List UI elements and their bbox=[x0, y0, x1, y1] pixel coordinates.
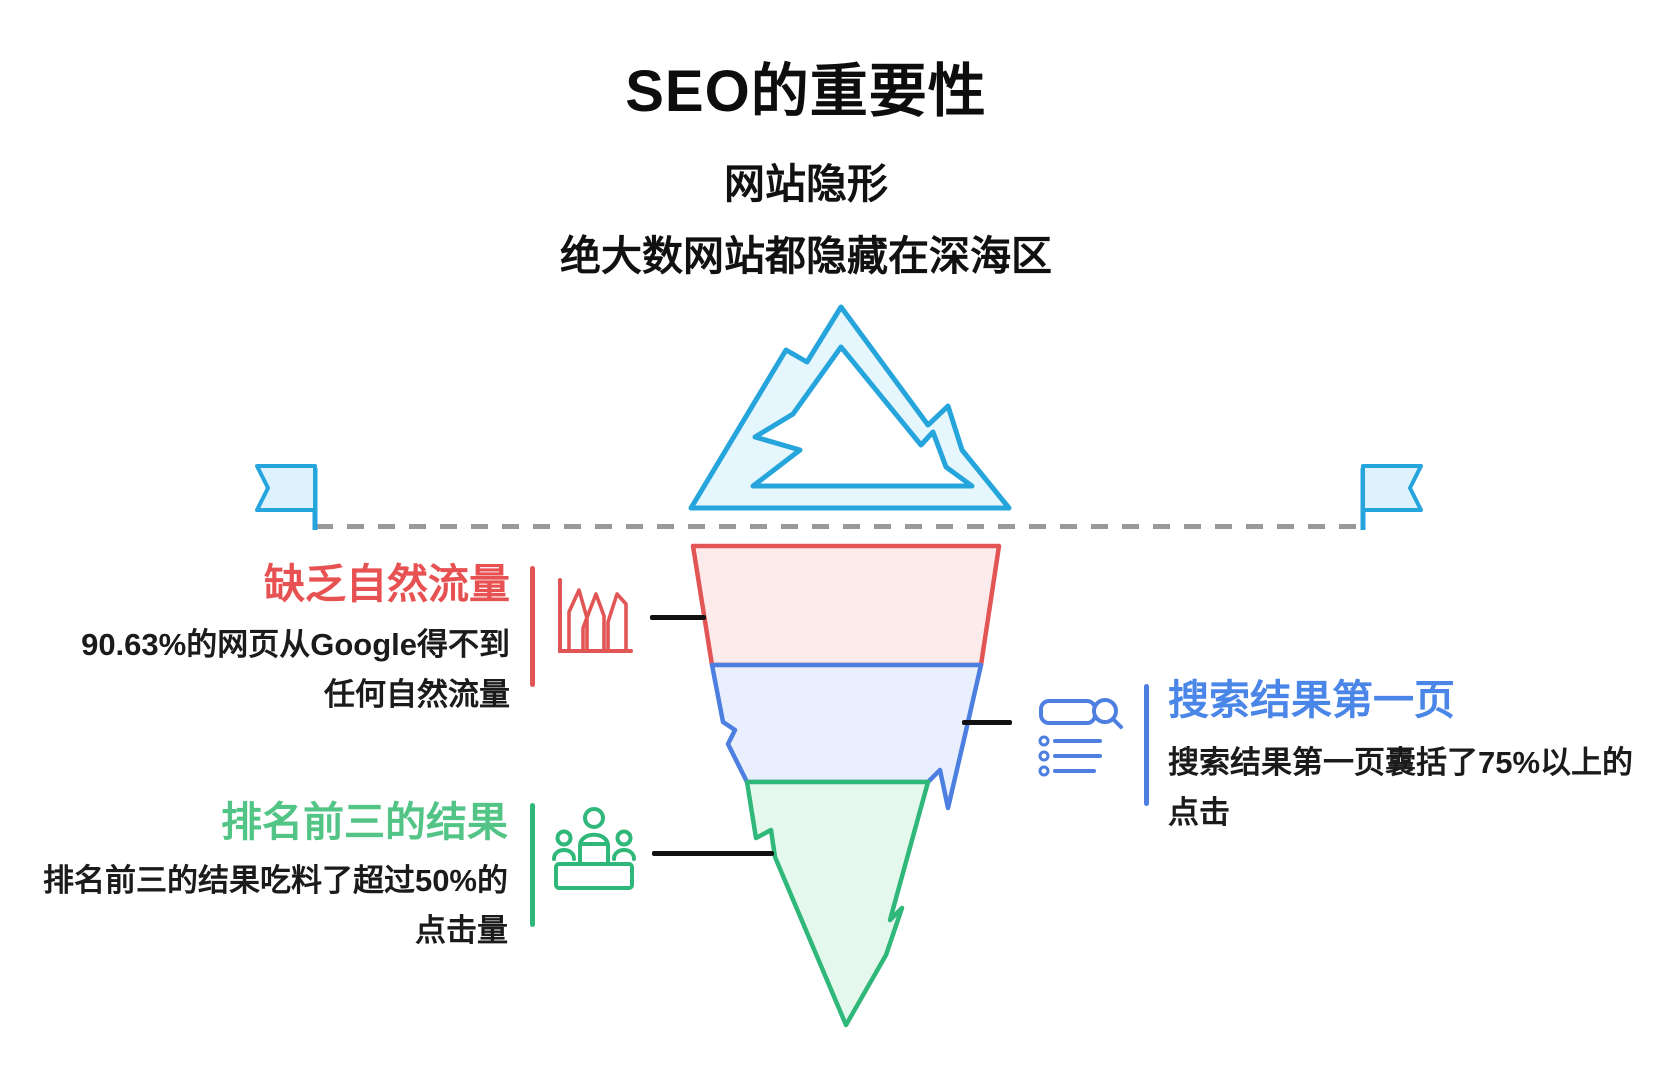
section-body-green: 排名前三的结果吃料了超过50%的 点击量 bbox=[43, 856, 508, 956]
iceberg-funnel bbox=[690, 543, 1002, 1028]
section-heading-blue: 搜索结果第一页 bbox=[1168, 677, 1455, 723]
page-title: SEO的重要性 bbox=[625, 59, 987, 124]
search-list-icon bbox=[1038, 698, 1123, 777]
podium-icon bbox=[552, 807, 636, 890]
section-body-red-line1: 90.63%的网页从Google得不到 bbox=[81, 627, 510, 662]
connector-line-red bbox=[650, 615, 706, 620]
flag-icon bbox=[1360, 464, 1423, 530]
section-body-blue-line1: 搜索结果第一页囊括了75%以上的 bbox=[1168, 745, 1634, 780]
funnel-layer-red bbox=[690, 543, 1002, 668]
line-chart-icon bbox=[558, 578, 633, 653]
waterline-dashed bbox=[316, 524, 1362, 529]
section-body-green-line2: 点击量 bbox=[415, 913, 508, 948]
connector-line-blue bbox=[962, 720, 1012, 725]
section-body-red: 90.63%的网页从Google得不到 任何自然流量 bbox=[81, 620, 510, 720]
flag-icon bbox=[255, 464, 318, 530]
mountain-icon bbox=[688, 304, 1012, 511]
section-body-green-line1: 排名前三的结果吃料了超过50%的 bbox=[42, 863, 508, 898]
section-heading-red: 缺乏自然流量 bbox=[264, 561, 510, 607]
funnel-layer-green bbox=[744, 779, 931, 1028]
page-subtitle-line1: 网站隐形 bbox=[724, 161, 888, 207]
page-subtitle-line2: 绝大数网站都隐藏在深海区 bbox=[560, 233, 1052, 279]
divider-blue bbox=[1144, 684, 1149, 806]
section-body-blue-line2: 点击 bbox=[1168, 795, 1230, 830]
divider-green bbox=[530, 803, 535, 927]
divider-red bbox=[530, 566, 535, 687]
section-body-blue: 搜索结果第一页囊括了75%以上的 点击 bbox=[1168, 738, 1633, 838]
section-body-red-line2: 任何自然流量 bbox=[324, 677, 510, 712]
connector-line-green bbox=[652, 851, 774, 856]
section-heading-green: 排名前三的结果 bbox=[221, 799, 508, 845]
